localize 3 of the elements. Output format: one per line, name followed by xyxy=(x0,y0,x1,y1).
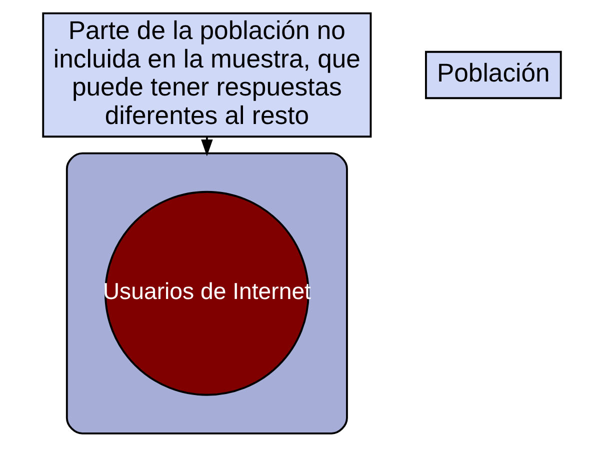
node-box: Parte de la población no incluida en la muestra, que puede tener respuestas diferentes al resto xyxy=(42,12,372,138)
cluster xyxy=(65,152,348,434)
node-box: Población xyxy=(424,50,562,100)
